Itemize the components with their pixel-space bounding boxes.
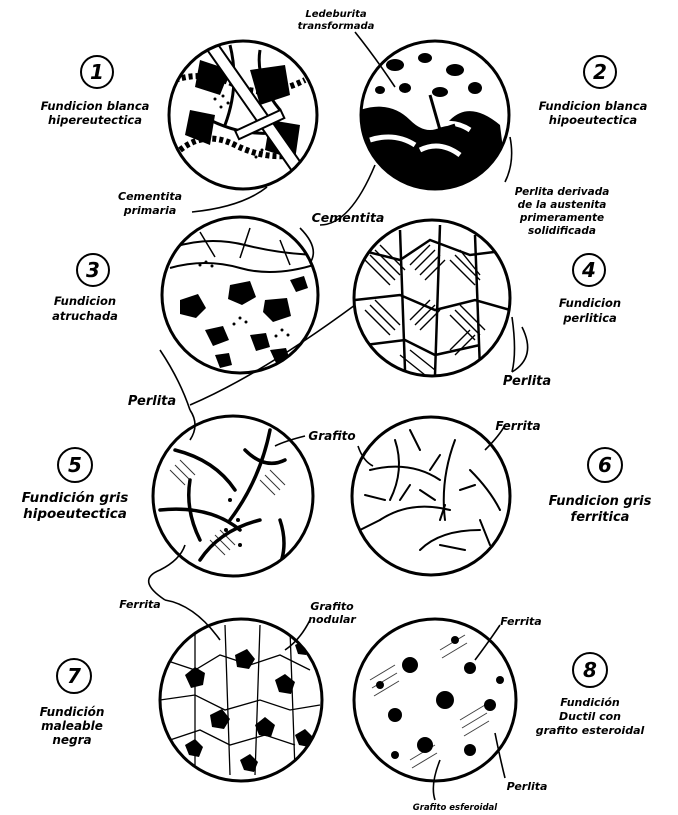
- panel-2-name-line-2: hipoeutectica: [549, 113, 638, 127]
- callout-ferrita-panel-8: Ferrita: [500, 615, 541, 628]
- panel-3-name-line-2: atruchada: [52, 309, 118, 323]
- panel-7-number: 7: [67, 664, 81, 688]
- panel-2-number: 2: [593, 60, 607, 84]
- panel-3-name-line-1: Fundicion: [54, 294, 116, 308]
- panel-4-name-line-2: perlitica: [562, 311, 617, 325]
- panel-1-number: 1: [90, 60, 104, 84]
- panel-8-number: 8: [583, 658, 597, 682]
- callout-perlita-derivada-line-1: Perlita derivada: [515, 186, 610, 198]
- callout-perlita-derivada-line-3: primeramente: [519, 212, 604, 224]
- callout-cementita-primaria-line-2: primaria: [123, 204, 177, 217]
- panel-8-name-line-2: Ductil con: [559, 710, 621, 723]
- panel-7-name-line-3: negra: [52, 733, 91, 747]
- callout-ledeburita-line-2: transformada: [298, 21, 375, 32]
- panel-2-number-badge: 2: [584, 56, 616, 88]
- panel-1-name-line-1: Fundicion blanca: [41, 99, 150, 113]
- panel-6-name-line-1: Fundicion gris: [549, 494, 652, 509]
- panel-8-name-line-1: Fundición: [560, 696, 620, 709]
- panel-5-number: 5: [68, 453, 82, 477]
- callout-ledeburita-line-1: Ledeburita: [305, 9, 367, 20]
- panel-4-name-line-1: Fundicion: [559, 296, 621, 310]
- panel-6-name-line-2: ferritica: [571, 510, 630, 525]
- callout-perlita-panel-8: Perlita: [507, 780, 548, 793]
- panel-8-number-badge: 8: [573, 653, 607, 687]
- panel-3-number-badge: 3: [77, 254, 109, 286]
- panel-5-name-line-1: Fundición gris: [22, 490, 129, 506]
- panel-6-number-badge: 6: [588, 448, 622, 482]
- callout-perlita-panel-3: Perlita: [128, 394, 176, 409]
- panel-5-number-badge: 5: [58, 448, 92, 482]
- callout-perlita-panel-4: Perlita: [503, 374, 551, 389]
- panel-4-number-badge: 4: [573, 254, 605, 286]
- callout-perlita-derivada-line-2: de la austenita: [518, 199, 607, 211]
- callout-cementita-primaria-line-1: Cementita: [118, 190, 182, 203]
- callout-perlita-derivada-line-4: solidificada: [528, 225, 596, 237]
- callout-grafito-nodular-line-2: nodular: [308, 613, 356, 626]
- panel-7-name-line-2: maleable: [41, 719, 103, 733]
- callout-grafito-esferoidal: Grafito esferoidal: [413, 803, 499, 813]
- panel-6-number: 6: [598, 453, 612, 477]
- panel-7-number-badge: 7: [57, 659, 91, 693]
- panel-1-name-line-2: hipereutectica: [48, 113, 142, 127]
- panel-7-name-line-1: Fundición: [40, 705, 105, 719]
- panel-1-number-badge: 1: [81, 56, 113, 88]
- panel-2-name-line-1: Fundicion blanca: [539, 99, 648, 113]
- callout-ferrita-panel-7: Ferrita: [119, 598, 160, 611]
- panel-5-name-line-2: hipoeutectica: [23, 506, 127, 522]
- micrograph-2: [350, 41, 510, 205]
- panel-8-name-line-3: grafito esteroidal: [536, 724, 645, 737]
- micrograph-3: [162, 217, 325, 373]
- callout-grafito-nodular-line-1: Grafito: [310, 600, 354, 613]
- panel-4-number: 4: [581, 258, 596, 282]
- panel-3-number: 3: [86, 258, 100, 282]
- callout-grafito-panel-5: Grafito: [308, 429, 355, 443]
- callout-cementita: Cementita: [312, 210, 385, 225]
